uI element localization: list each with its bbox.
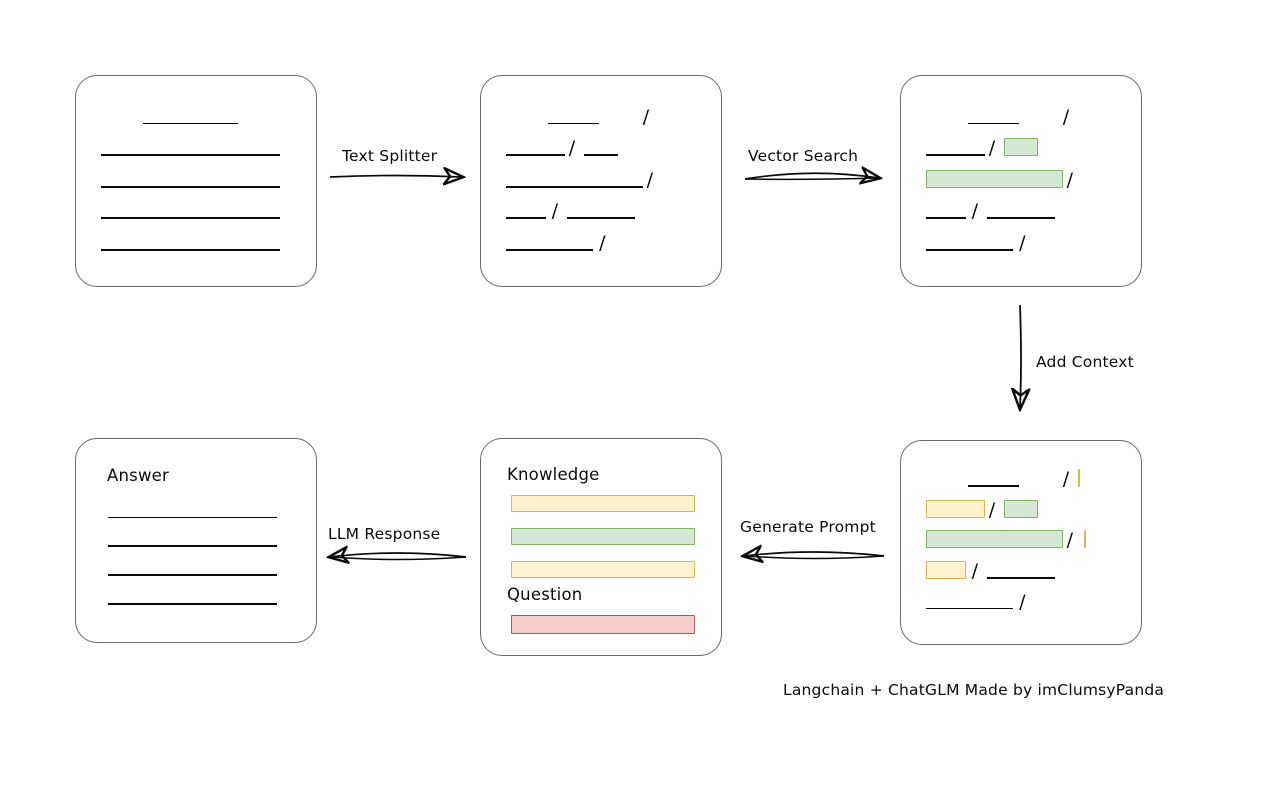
question-bar-1	[511, 615, 695, 634]
text-line	[101, 249, 280, 251]
text-line	[926, 154, 985, 157]
node-answer[interactable]: Answer	[75, 438, 317, 643]
text-line	[101, 217, 280, 220]
chunk-separator-slash: /	[988, 137, 996, 160]
node-prompt[interactable]: Knowledge Question	[480, 438, 722, 656]
chunk-separator-slash: /	[1019, 590, 1026, 613]
highlighted-chunk-green	[1003, 138, 1039, 157]
document-lines: / / / / /	[506, 105, 696, 268]
edge-label-add-context: Add Context	[1036, 353, 1134, 371]
highlighted-chunk-yellow	[1083, 530, 1086, 549]
edge-label-generate-prompt: Generate Prompt	[740, 518, 876, 536]
highlighted-chunk-yellow	[926, 499, 985, 518]
text-line	[506, 249, 594, 251]
edge-label-text-splitter: Text Splitter	[342, 147, 438, 165]
text-line	[967, 485, 1020, 488]
document-lines: / / / / /	[926, 105, 1116, 268]
text-line	[967, 122, 1020, 125]
edge-label-llm-response: LLM Response	[328, 525, 441, 543]
chunk-separator-slash: /	[551, 200, 558, 223]
arrow-vector-search	[744, 173, 879, 179]
text-line	[142, 122, 238, 125]
chunk-separator-slash: /	[599, 232, 606, 255]
text-line	[101, 185, 280, 188]
text-line	[108, 602, 278, 605]
text-line	[108, 545, 278, 548]
knowledge-bar-3	[511, 561, 695, 578]
node-context-added-chunks[interactable]: / / / / /	[900, 440, 1142, 645]
document-lines	[108, 505, 288, 620]
knowledge-bar-2	[511, 528, 695, 545]
text-line	[583, 154, 619, 157]
arrow-text-splitter	[329, 176, 462, 178]
credit-text: Langchain + ChatGLM Made by imClumsyPand…	[783, 681, 1165, 699]
highlighted-chunk-yellow	[1078, 469, 1080, 488]
chunk-separator-slash: /	[646, 168, 653, 191]
prompt-heading-question: Question	[507, 585, 583, 604]
text-line	[926, 249, 1014, 251]
chunk-separator-slash: /	[988, 498, 996, 521]
knowledge-bar-1	[511, 495, 695, 512]
prompt-heading-knowledge: Knowledge	[507, 465, 600, 484]
text-line	[566, 217, 636, 220]
text-line	[506, 217, 546, 220]
chunk-separator-slash: /	[1019, 232, 1026, 255]
highlighted-chunk-green	[926, 169, 1063, 188]
chunk-separator-slash: /	[1062, 105, 1070, 128]
text-line	[108, 516, 278, 519]
chunk-separator-slash: /	[971, 560, 978, 583]
highlighted-chunk-yellow	[926, 561, 966, 580]
chunk-separator-slash: /	[1066, 529, 1073, 552]
text-line	[101, 154, 280, 157]
text-line	[986, 577, 1056, 579]
chunk-separator-slash: /	[1066, 168, 1073, 191]
node-vector-matched-chunks[interactable]: / / / / /	[900, 75, 1142, 287]
text-line	[108, 574, 278, 576]
document-lines	[101, 110, 291, 268]
node-split-chunks[interactable]: / / / / /	[480, 75, 722, 287]
text-line	[986, 217, 1056, 220]
text-line	[506, 154, 565, 157]
chunk-separator-slash: /	[642, 105, 650, 128]
answer-heading: Answer	[107, 466, 169, 485]
chunk-separator-slash: /	[1062, 468, 1070, 491]
arrow-llm-response	[330, 553, 467, 560]
arrow-add-context	[1020, 304, 1021, 408]
node-source-document[interactable]	[75, 75, 317, 287]
document-lines: / / / / /	[926, 468, 1116, 626]
text-line	[926, 217, 966, 220]
highlighted-chunk-green	[1003, 499, 1039, 518]
chunk-separator-slash: /	[971, 200, 978, 223]
text-line	[926, 607, 1014, 610]
chunk-separator-slash: /	[568, 137, 576, 160]
text-line	[547, 122, 600, 125]
highlighted-chunk-green	[926, 530, 1063, 549]
text-line	[506, 185, 643, 188]
arrow-generate-prompt	[744, 552, 885, 559]
edge-label-vector-search: Vector Search	[748, 147, 859, 165]
